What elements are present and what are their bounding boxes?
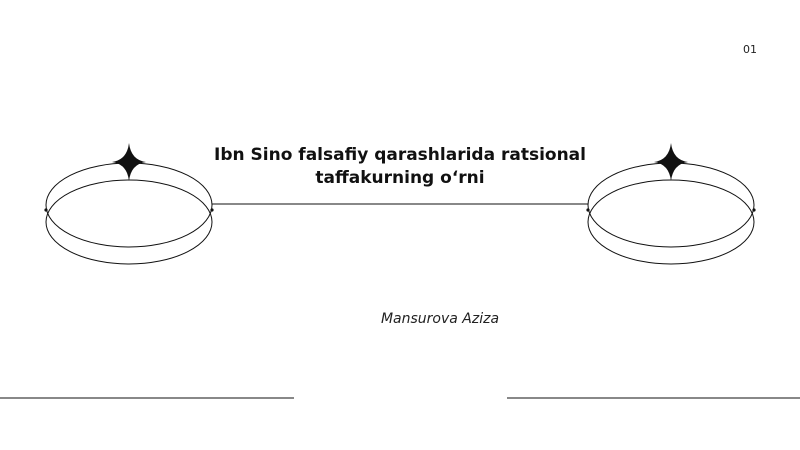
- author-name: Mansurova Aziza: [380, 311, 500, 327]
- left-four-point-star-icon: [112, 143, 146, 181]
- slide-title: Ibn Sino falsafiy qarashlarida ratsional…: [180, 144, 620, 190]
- slide-title-line-1: Ibn Sino falsafiy qarashlarida ratsional: [214, 145, 586, 165]
- right-four-point-star-icon: [654, 143, 688, 181]
- page-number: 01: [743, 43, 757, 56]
- slide-title-line-2: taffakurning o‘rni: [315, 168, 485, 188]
